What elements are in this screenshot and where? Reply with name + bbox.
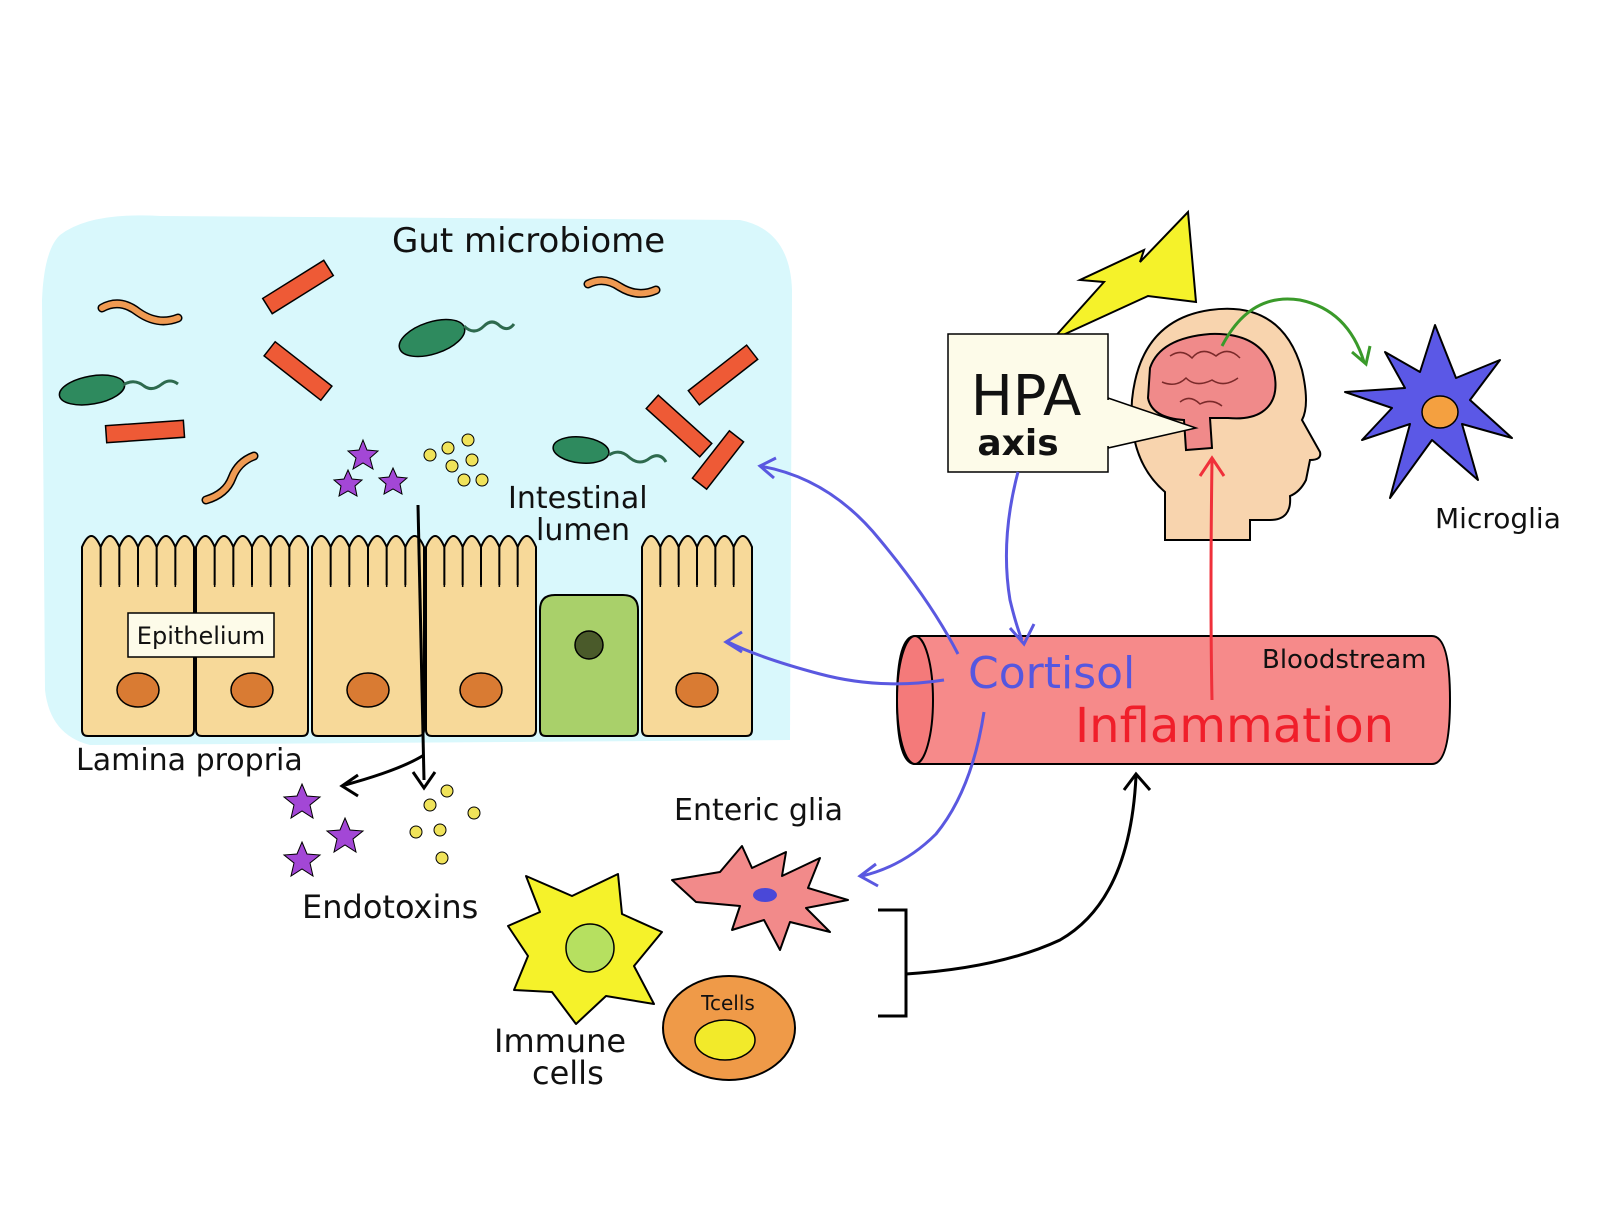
flagellate-bacterium xyxy=(552,435,668,465)
hpa-label: HPA xyxy=(971,364,1082,429)
tcells-label: Tcells xyxy=(700,991,755,1015)
axis-label: axis xyxy=(977,423,1058,464)
blood-vessel xyxy=(895,635,1452,765)
microglia-label: Microglia xyxy=(1435,502,1561,535)
brain-to-microglia-arrow xyxy=(1220,297,1372,367)
microglia-cell xyxy=(1344,324,1513,499)
cell-nucleus xyxy=(346,672,390,708)
immune-cell xyxy=(507,873,663,1025)
flagellate-bacterium xyxy=(58,374,179,406)
immune-label: Immune xyxy=(494,1022,626,1060)
intestinal-label: Intestinal xyxy=(508,481,648,516)
inflammation-label: Inflammation xyxy=(1075,698,1394,754)
inflammation-to-brain-arrow xyxy=(1198,455,1226,701)
enteric-glia-cell xyxy=(671,845,849,951)
epithelial-cell xyxy=(311,535,425,737)
hpa-to-cortisol-arrow xyxy=(1004,471,1036,647)
immune-to-inflammation-arrow xyxy=(878,771,1152,1018)
gut-bacteria xyxy=(58,259,759,505)
epithelium-label-box xyxy=(127,612,275,658)
lamina-propria-label: Lamina propria xyxy=(76,743,303,778)
flagellate-bacterium xyxy=(398,318,516,358)
gut-microbiome-label: Gut microbiome xyxy=(392,221,665,261)
cortisol-to-enteric-glia-arrow xyxy=(857,711,986,888)
endotoxins-label: Endotoxins xyxy=(302,888,478,926)
rod-bacterium xyxy=(645,394,713,458)
endotoxin-star xyxy=(325,816,365,854)
epithelium-layer xyxy=(81,535,753,737)
endotoxin-star xyxy=(332,468,364,497)
rod-bacterium xyxy=(691,429,745,491)
epithelial-cell xyxy=(641,535,753,737)
lightning-bolt-icon xyxy=(1051,209,1198,341)
endotoxins-lamina xyxy=(282,782,481,878)
cortisol-label: Cortisol xyxy=(968,648,1135,699)
rod-bacterium xyxy=(263,340,333,402)
bloodstream-label: Bloodstream xyxy=(1262,645,1427,675)
endotoxin-star xyxy=(282,840,322,878)
cells-label: cells xyxy=(532,1054,604,1092)
enteric-glia-label: Enteric glia xyxy=(674,793,843,828)
endotoxin-star xyxy=(377,466,409,495)
cortisol-to-lumen-arrow xyxy=(757,456,960,655)
endotoxins-lumen xyxy=(332,433,489,497)
cell-nucleus xyxy=(230,672,274,708)
hpa-axis-callout xyxy=(947,333,1199,473)
lumen-label: lumen xyxy=(536,513,630,548)
rod-bacterium xyxy=(687,344,759,406)
cell-nucleus xyxy=(574,630,604,660)
rod-bacterium xyxy=(104,419,186,444)
endotoxin-leak-arrows xyxy=(339,504,437,798)
endotoxin-star xyxy=(282,782,322,820)
cortisol-to-epithelium-arrow xyxy=(723,630,945,686)
endotoxin-star xyxy=(346,438,380,471)
cell-nucleus xyxy=(675,672,719,708)
cell-nucleus xyxy=(116,672,160,708)
cell-nucleus xyxy=(459,672,503,708)
head-with-brain-icon xyxy=(1130,307,1322,541)
t-cell xyxy=(662,975,796,1081)
epithelial-cell xyxy=(425,535,537,737)
rod-bacterium xyxy=(261,259,335,315)
goblet-cell xyxy=(539,594,639,737)
epithelium-label: Epithelium xyxy=(137,622,265,650)
